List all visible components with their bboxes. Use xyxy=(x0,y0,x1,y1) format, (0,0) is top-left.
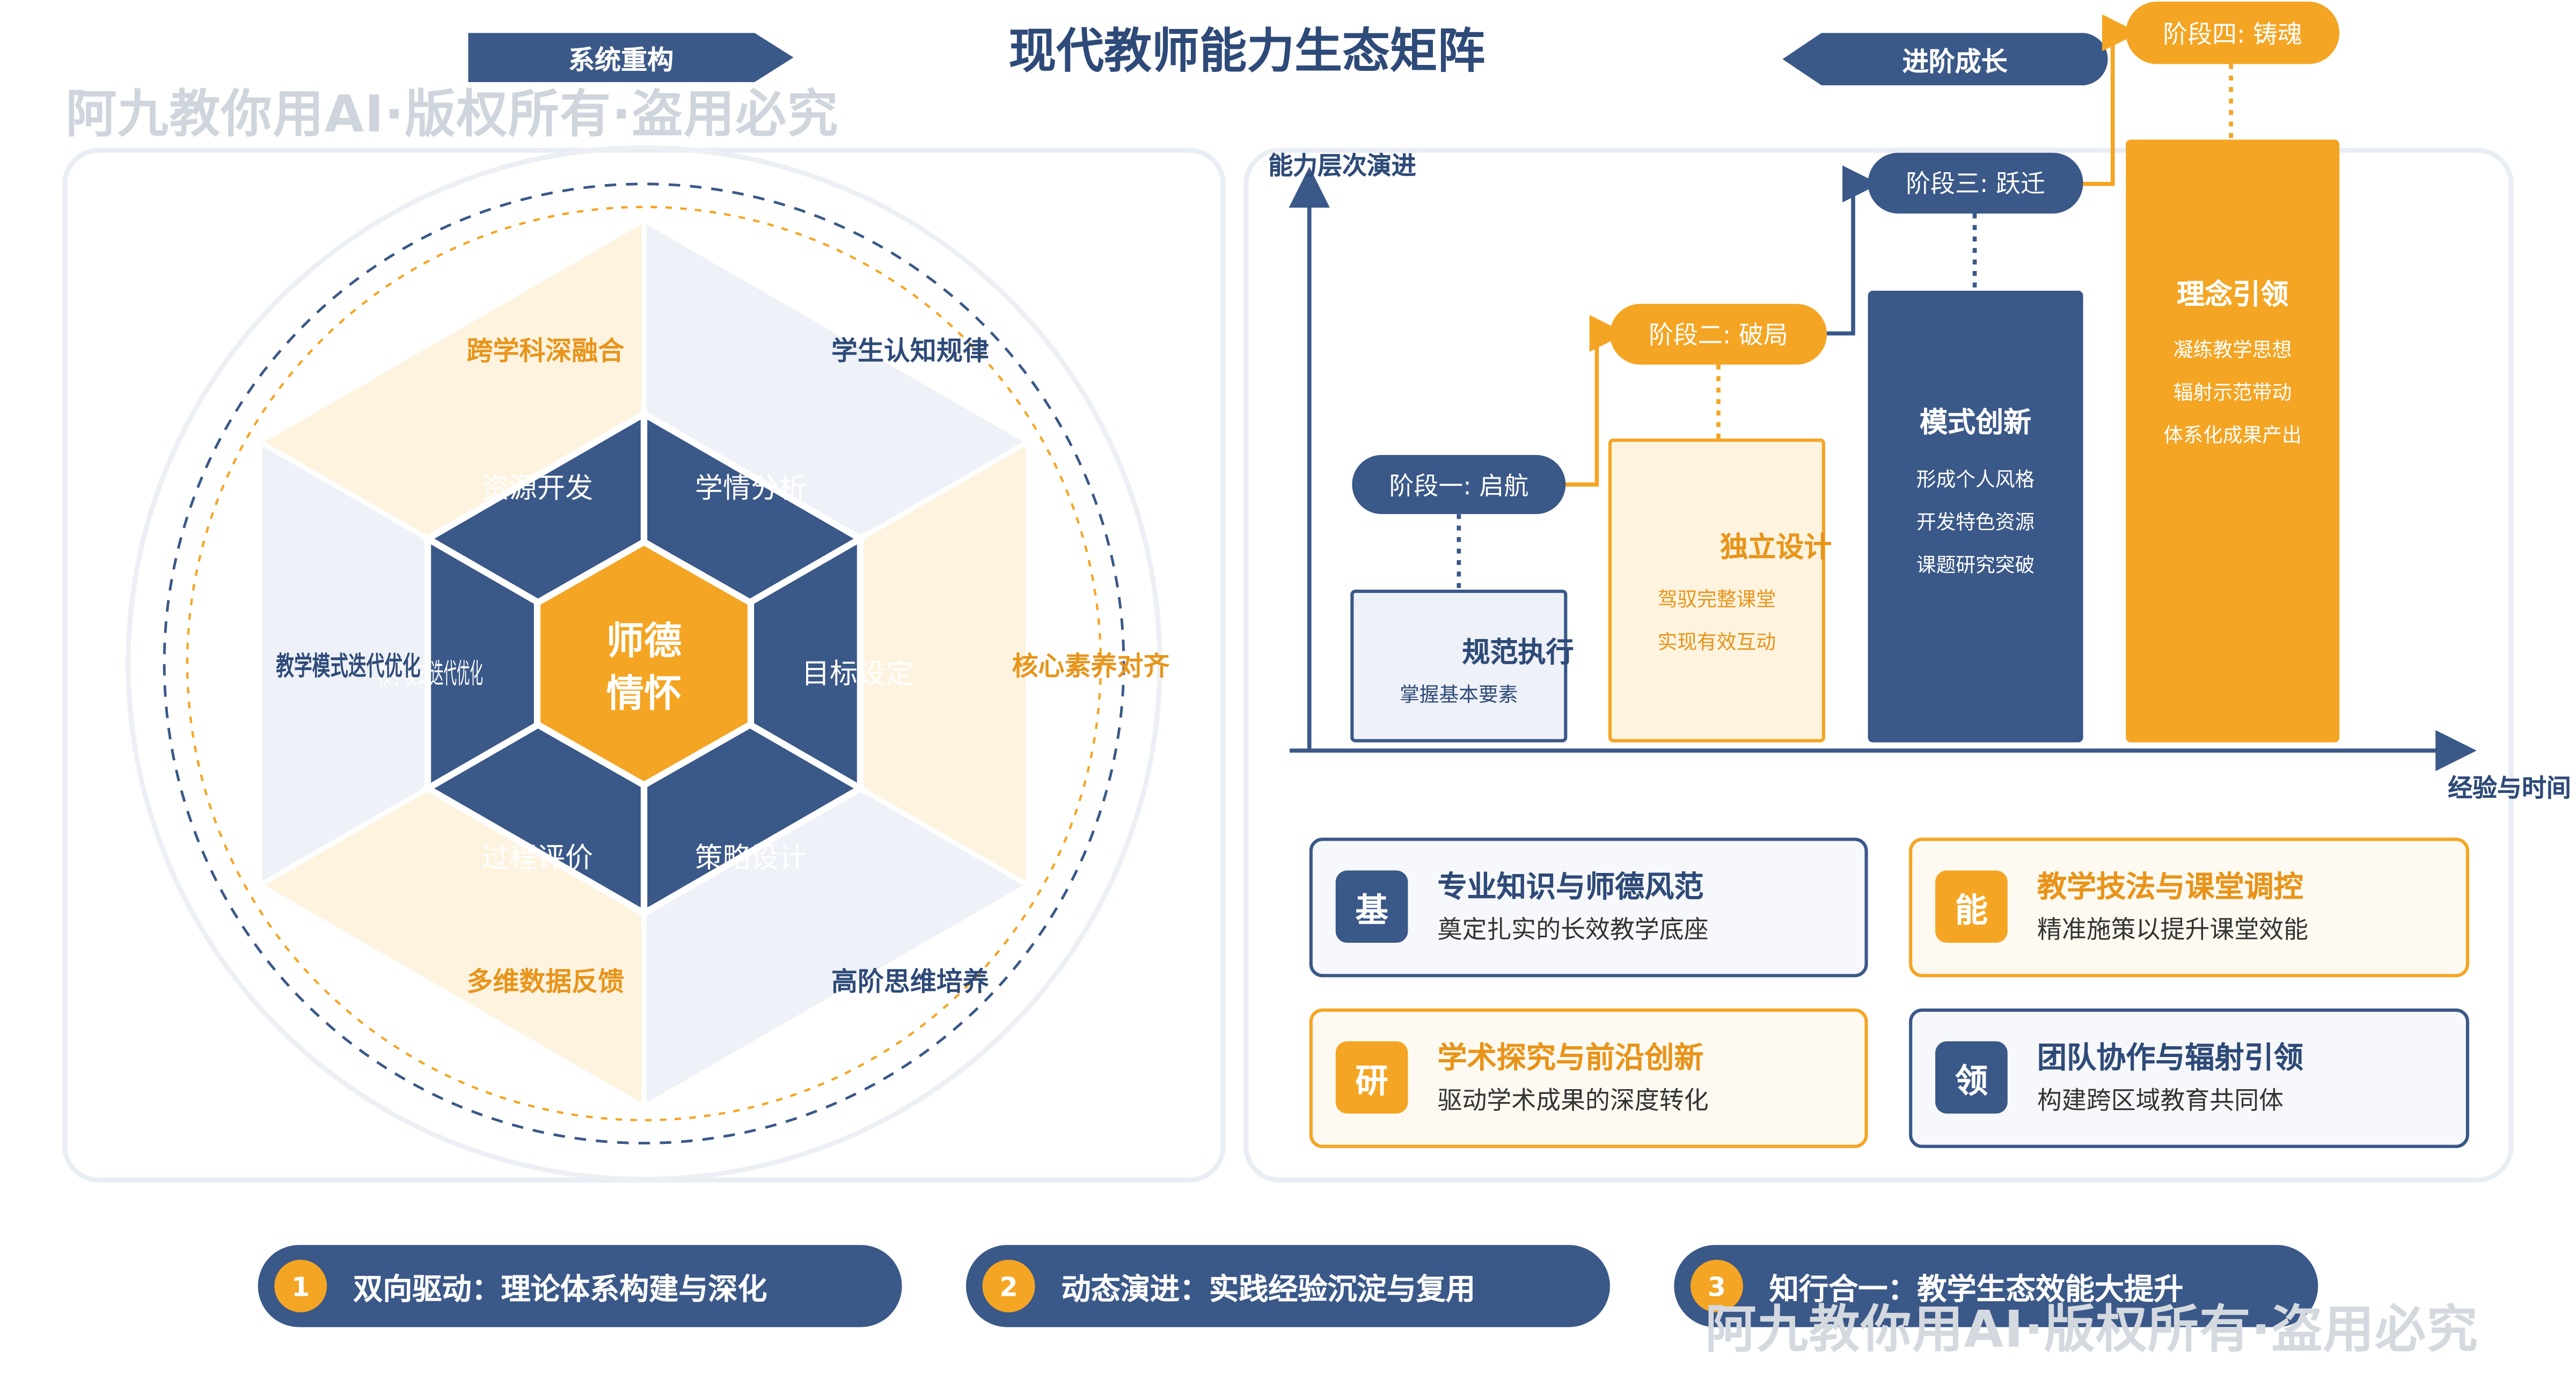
stage-3-bar: 模式创新 形成个人风格 开发特色资源 课题研究突破 xyxy=(1868,290,2083,743)
stage-4-bar: 理念引领 凝练教学思想 辐射示范带动 体系化成果产出 xyxy=(2126,140,2340,743)
stage-3-title: 模式创新 xyxy=(1920,407,2032,440)
stage-4-pill-label: 阶段四: 铸魂 xyxy=(2163,19,2302,49)
outer-label-interdisciplinary: 跨学科深融合 xyxy=(466,335,624,366)
skill-icon: 能 xyxy=(1935,870,2008,943)
stage-2-pill: 阶段二: 破局 xyxy=(1609,304,1827,365)
outer-label-data-feedback: 多维数据反馈 xyxy=(466,966,624,997)
page-title: 现代教师能力生态矩阵 xyxy=(1008,23,1485,79)
dashed-ring-navy xyxy=(163,182,1125,1145)
card-lead: 领 团队协作与辐射引领 构建跨区域教育共同体 xyxy=(1909,1008,2469,1148)
footer-pill-1: 1 双向驱动：理论体系构建与深化 xyxy=(258,1245,902,1327)
card-skill: 能 教学技法与课堂调控 精准施策以提升课堂效能 xyxy=(1909,838,2469,978)
outer-label-cognition: 学生认知规律 xyxy=(831,335,989,366)
stage-2-bar: 独立设计 驾驭完整课堂 实现有效互动 xyxy=(1608,438,1832,743)
stage-2-pill-label: 阶段二: 破局 xyxy=(1649,320,1788,350)
card-foundation-desc: 奠定扎实的长效教学底座 xyxy=(1437,915,1709,945)
footer-text-3: 知行合一：教学生态效能大提升 xyxy=(1769,1273,2184,1308)
stage-2-line-1: 驾驭完整课堂 xyxy=(1657,588,1776,611)
lead-icon: 领 xyxy=(1935,1041,2008,1114)
step-connector-1 xyxy=(1564,314,1627,487)
inner-label-resource: 资源开发 xyxy=(481,473,593,505)
hexagon-diagram: 师德 情怀 资源开发 学情分析 目标设定 策略设计 过程评价 教学模式迭代优化 … xyxy=(126,145,1170,1182)
tag-system-rebuild-label: 系统重构 xyxy=(568,44,674,76)
stage-4-pill: 阶段四: 铸魂 xyxy=(2126,2,2340,64)
tag-advanced-growth-label: 进阶成长 xyxy=(1902,46,2008,77)
inner-label-process-eval: 过程评价 xyxy=(481,842,593,874)
tag-system-rebuild: 系统重构 xyxy=(468,33,794,83)
stage-4-line-1: 凝练教学思想 xyxy=(2173,338,2292,362)
core-hexagon xyxy=(533,538,755,789)
outer-label-core-literacy: 核心素养对齐 xyxy=(1012,651,1170,681)
card-skill-desc: 精准施策以提升课堂效能 xyxy=(2037,915,2309,945)
stage-3-pill: 阶段三: 跃迁 xyxy=(1868,152,2083,214)
step-connector-2 xyxy=(1827,165,1880,336)
card-research-title: 学术探究与前沿创新 xyxy=(1437,1041,1704,1076)
stage-3-line-1: 形成个人风格 xyxy=(1916,468,2035,491)
card-lead-desc: 构建跨区域教育共同体 xyxy=(2037,1085,2284,1115)
growth-chart xyxy=(1289,14,2477,772)
step-connector-3 xyxy=(2083,14,2139,186)
inner-label-strategy-design: 策略设计 xyxy=(695,842,807,874)
stage-3-line-3: 课题研究突破 xyxy=(1916,553,2035,577)
footer-number-1: 1 xyxy=(274,1259,327,1312)
stage-1-pill-label: 阶段一: 启航 xyxy=(1389,471,1529,501)
card-research: 研 学术探究与前沿创新 驱动学术成果的深度转化 xyxy=(1309,1008,1868,1148)
inner-label-goal-setting: 目标设定 xyxy=(802,658,913,690)
footer-number-2: 2 xyxy=(982,1259,1035,1312)
footer-text-1: 双向驱动：理论体系构建与深化 xyxy=(353,1273,767,1308)
footer-text-2: 动态演进：实践经验沉淀与复用 xyxy=(1061,1273,1475,1308)
stage-4-line-2: 辐射示范带动 xyxy=(2173,381,2292,405)
watermark-top: 阿九教你用AI·版权所有·盗用必究 xyxy=(65,85,839,145)
dashed-ring-orange xyxy=(186,205,1102,1121)
footer-pill-3: 3 知行合一：教学生态效能大提升 xyxy=(1674,1245,2318,1327)
inner-label-mode-iteration: 教学模式迭代优化 xyxy=(378,658,483,690)
stage-4-title: 理念引领 xyxy=(2177,279,2289,312)
card-research-desc: 驱动学术成果的深度转化 xyxy=(1437,1085,1709,1115)
research-icon: 研 xyxy=(1335,1041,1408,1114)
inner-label-learner-analysis: 学情分析 xyxy=(695,473,807,505)
stage-4-line-3: 体系化成果产出 xyxy=(2163,423,2302,447)
core-line-1: 师德 xyxy=(606,619,682,663)
x-axis-label: 经验与时间 xyxy=(2448,773,2571,803)
footer-number-3: 3 xyxy=(1690,1259,1743,1312)
outer-label-mode-iteration: 教学模式迭代优化 xyxy=(276,651,420,681)
watermark-bottom: 阿九教你用AI·版权所有·盗用必究 xyxy=(1705,1301,2479,1360)
y-axis-label: 能力层次演进 xyxy=(1268,151,1416,181)
stage-1-line-1: 掌握基本要素 xyxy=(1400,683,1518,707)
outer-circle xyxy=(126,145,1162,1182)
stage-1-title: 规范执行 xyxy=(1462,637,1574,670)
card-foundation: 基 专业知识与师德风范 奠定扎实的长效教学底座 xyxy=(1309,838,1868,978)
core-line-2: 情怀 xyxy=(606,671,682,715)
footer-pill-2: 2 动态演进：实践经验沉淀与复用 xyxy=(965,1245,1610,1327)
stage-2-title: 独立设计 xyxy=(1720,532,1832,566)
card-foundation-title: 专业知识与师德风范 xyxy=(1437,870,1704,905)
stage-3-pill-label: 阶段三: 跃迁 xyxy=(1906,169,2045,199)
foundation-icon: 基 xyxy=(1335,870,1408,943)
stage-1-pill: 阶段一: 启航 xyxy=(1352,454,1566,515)
stage-2-line-2: 实现有效互动 xyxy=(1657,630,1776,654)
outer-label-higher-thinking: 高阶思维培养 xyxy=(831,966,989,997)
stage-1-bar: 规范执行 掌握基本要素 xyxy=(1350,589,1574,743)
tag-advanced-growth: 进阶成长 xyxy=(1782,33,2108,86)
card-skill-title: 教学技法与课堂调控 xyxy=(2037,870,2303,905)
stage-3-line-2: 开发特色资源 xyxy=(1916,511,2035,534)
card-lead-title: 团队协作与辐射引领 xyxy=(2037,1041,2303,1076)
